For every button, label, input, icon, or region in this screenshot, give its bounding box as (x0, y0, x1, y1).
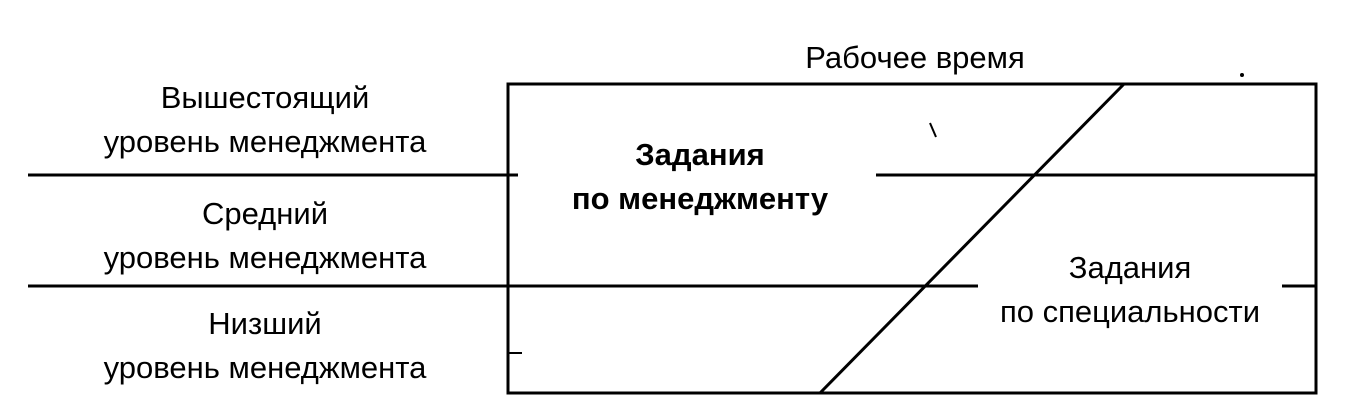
level-upper-suffix: уровень менеджмента (103, 124, 427, 159)
level-lower-suffix: уровень менеджмента (103, 350, 427, 385)
working-time-box (506, 82, 1318, 395)
task-boundary-diagonal (818, 82, 1126, 395)
specialty-tasks-label: Задания по специальности (970, 246, 1290, 334)
management-tasks-line2: по менеджменту (571, 181, 829, 216)
management-tasks-label: Задания по менеджменту (545, 133, 855, 221)
level-upper-name: Вышестоящий (160, 80, 370, 115)
level-lower-label: Низший уровень менеджмента (60, 302, 470, 390)
specialty-tasks-line1: Задания (1068, 250, 1192, 285)
level-lower-name: Низший (208, 306, 322, 341)
management-tasks-line1: Задания (635, 137, 765, 172)
level-upper-label: Вышестоящий уровень менеджмента (60, 76, 470, 164)
level-middle-name: Средний (201, 196, 329, 231)
working-time-title: Рабочее время (780, 36, 1050, 80)
print-dot (1240, 73, 1244, 77)
print-mark (929, 122, 937, 138)
working-time-title-text: Рабочее время (805, 40, 1025, 75)
level-middle-label: Средний уровень менеджмента (60, 192, 470, 280)
level-middle-suffix: уровень менеджмента (103, 240, 427, 275)
specialty-tasks-line2: по специальности (999, 294, 1261, 329)
